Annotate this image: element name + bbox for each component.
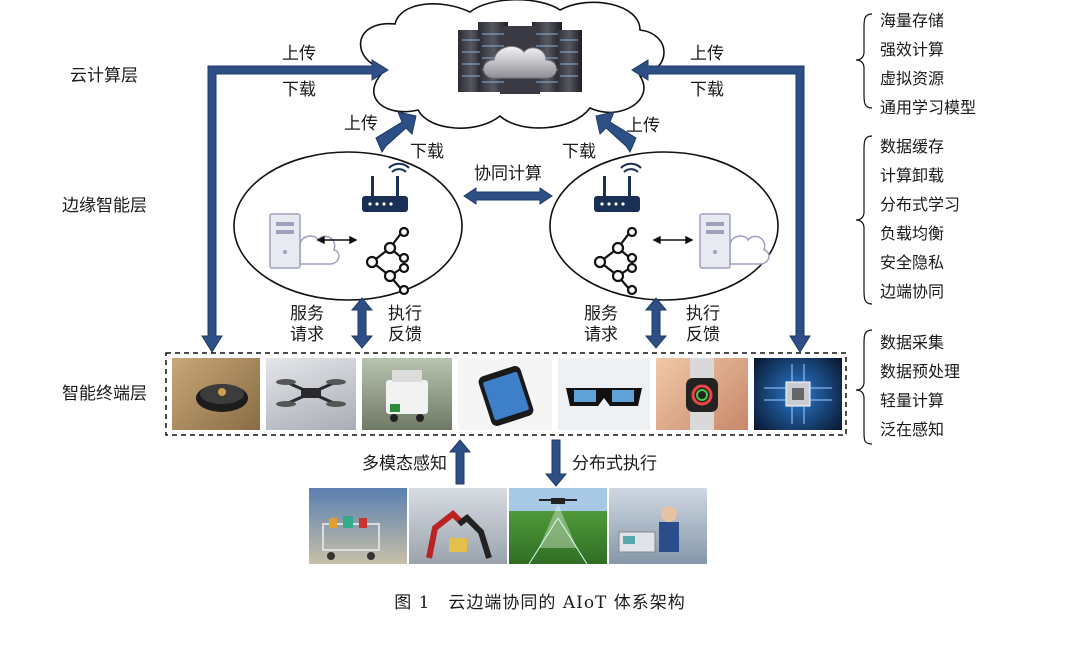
device-feature: 数据预处理 — [880, 362, 961, 381]
neural-network-icon-left — [365, 226, 410, 296]
device-tile-delivery-robot — [362, 358, 452, 430]
device-tile-smartwatch — [656, 358, 748, 430]
execution-arrow — [544, 439, 568, 487]
device-feature: 轻量计算 — [880, 391, 945, 410]
figure-caption: 图 1 云边端协同的 AIoT 体系架构 — [394, 593, 686, 613]
agriculture-drone-icon — [528, 498, 588, 564]
robot-vacuum-icon — [196, 384, 248, 412]
scene-tile-agriculture-drone — [509, 488, 607, 564]
brace-device — [855, 329, 873, 445]
edge-node-right — [549, 151, 779, 301]
device-tile-vr-glasses — [558, 358, 650, 430]
device-feature: 泛在感知 — [880, 420, 945, 439]
chip-icon — [764, 364, 832, 424]
label-execution: 分布式执行 — [572, 454, 657, 474]
cloud-feature: 虚拟资源 — [880, 69, 945, 88]
layer-label-device: 智能终端层 — [62, 384, 147, 404]
device-feature: 数据采集 — [880, 333, 945, 352]
cloud-feature: 海量存储 — [880, 11, 945, 30]
layer-label-cloud: 云计算层 — [70, 66, 138, 86]
edge-feature-list: 数据缓存 计算卸载 分布式学习 负载均衡 安全隐私 边端协同 — [880, 132, 960, 306]
label-edge-right-upload: 上传 — [626, 116, 660, 136]
smartwatch-icon — [686, 358, 718, 430]
cloud-feature: 强效计算 — [880, 40, 945, 59]
edge-server-icon-left — [269, 213, 340, 269]
scene-tile-robot-arms — [409, 488, 507, 564]
edge-feature: 计算卸载 — [880, 166, 945, 185]
edge-server-icon-right — [699, 213, 770, 269]
collab-arrow — [463, 187, 553, 205]
edge-link-arrow-right — [652, 235, 694, 245]
service-arrow-left — [350, 297, 374, 349]
brace-cloud — [855, 13, 873, 109]
device-feature-list: 数据采集 数据预处理 轻量计算 泛在感知 — [880, 328, 960, 444]
edge-feature: 数据缓存 — [880, 137, 945, 156]
cloud-feature-list: 海量存储 强效计算 虚拟资源 通用学习模型 — [880, 6, 976, 122]
label-edge-left-download: 下载 — [410, 142, 444, 162]
shopping-cart-icon — [322, 516, 380, 560]
label-left-service: 服务 请求 — [290, 304, 324, 345]
delivery-robot-icon — [386, 370, 428, 422]
label-collab: 协同计算 — [474, 164, 542, 184]
cloud-feature: 通用学习模型 — [880, 98, 977, 117]
label-edge-left-upload: 上传 — [344, 114, 378, 134]
label-left-download: 下载 — [282, 80, 316, 100]
smartphone-icon — [478, 366, 534, 426]
edge-cloud-arrow-left — [375, 111, 417, 154]
edge-feature: 边端协同 — [880, 282, 945, 301]
edge-link-arrow-left — [316, 235, 358, 245]
label-right-feedback: 执行 反馈 — [686, 304, 720, 345]
router-icon-left — [362, 162, 410, 212]
device-tile-smartphone — [458, 358, 552, 430]
scene-tile-shopping-cart — [309, 488, 407, 564]
scene-tile-factory-worker — [609, 488, 707, 564]
label-right-download: 下载 — [690, 80, 724, 100]
layer-label-edge: 边缘智能层 — [62, 196, 147, 216]
label-sensing: 多模态感知 — [362, 454, 447, 474]
vr-glasses-icon — [566, 388, 642, 406]
edge-feature: 分布式学习 — [880, 195, 961, 214]
factory-worker-icon — [618, 506, 679, 553]
label-right-upload: 上传 — [690, 44, 724, 64]
label-left-feedback: 执行 反馈 — [388, 304, 422, 345]
device-strip-border — [165, 352, 847, 436]
edge-cloud-arrow-right — [595, 111, 637, 154]
label-left-upload: 上传 — [282, 44, 316, 64]
robot-arm-icon — [426, 510, 492, 559]
router-icon-right — [594, 162, 642, 212]
outer-arrow-left — [201, 59, 389, 353]
device-tile-robot-vacuum — [172, 358, 260, 430]
cloud-server-icon — [458, 22, 582, 94]
sensing-arrow — [448, 439, 472, 485]
drone-icon — [276, 379, 346, 407]
edge-feature: 负载均衡 — [880, 224, 945, 243]
neural-network-icon-right — [593, 226, 638, 296]
brace-edge — [855, 135, 873, 305]
label-right-service: 服务 请求 — [584, 304, 618, 345]
device-tile-drone — [266, 358, 356, 430]
edge-node-left — [233, 151, 463, 301]
service-arrow-right — [644, 297, 668, 349]
device-tile-chip — [754, 358, 842, 430]
label-edge-right-download: 下载 — [562, 142, 596, 162]
edge-feature: 安全隐私 — [880, 253, 945, 272]
outer-arrow-right — [631, 59, 811, 353]
